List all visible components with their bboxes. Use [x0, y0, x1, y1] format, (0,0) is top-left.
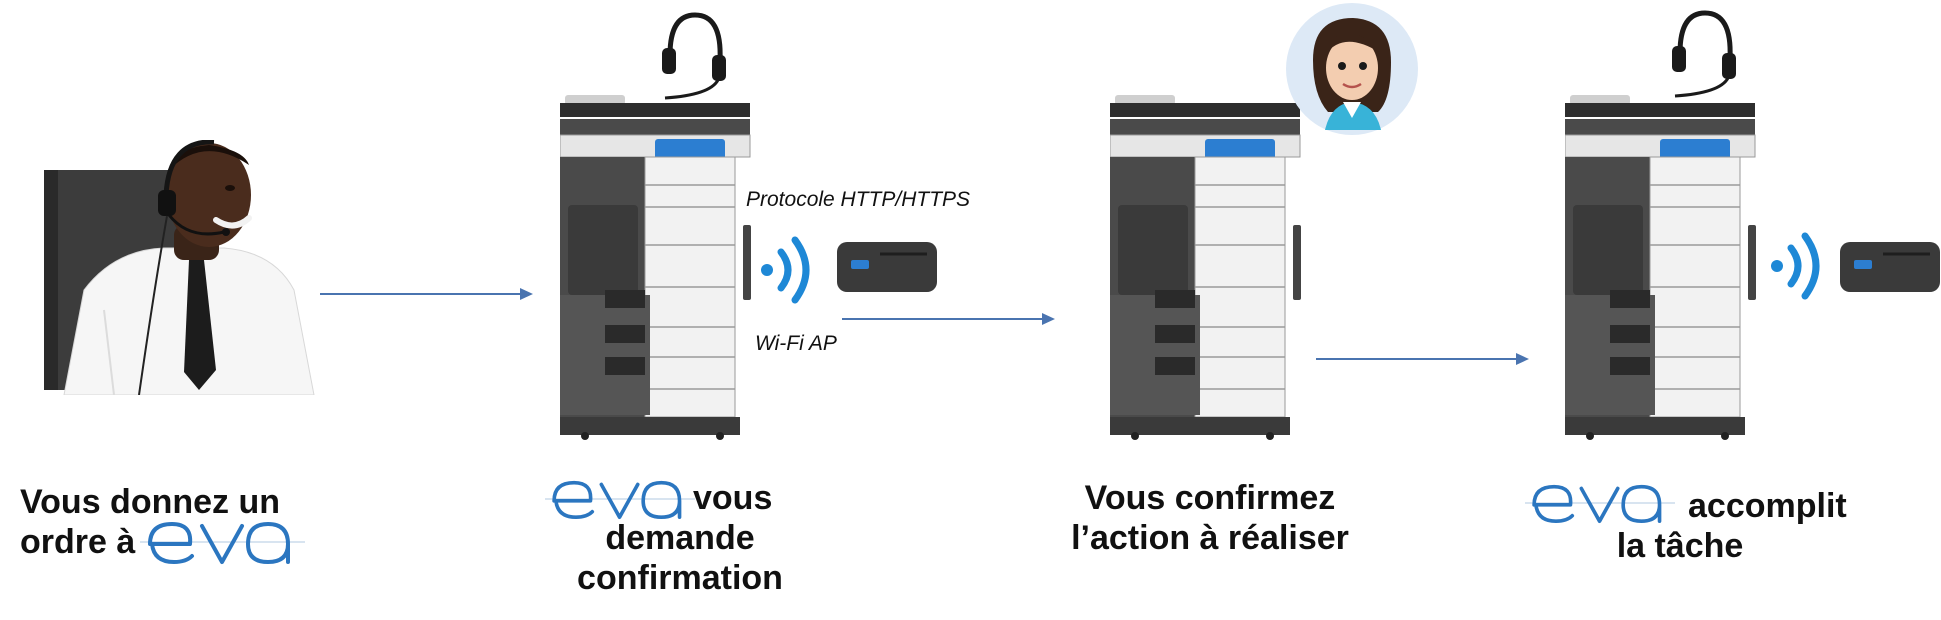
wifi-access-point-icon	[837, 242, 937, 292]
step-3-line-1: Vous confirmez	[1084, 479, 1336, 517]
step-4-caption: accomplit la tâche	[1525, 478, 1865, 568]
eva-logo	[545, 480, 695, 520]
step-4-line-2: la tâche	[1616, 527, 1744, 565]
printer-3	[1565, 95, 1756, 440]
headset-icon	[1672, 10, 1736, 98]
headset-icon	[662, 12, 726, 100]
step-3-caption: Vous confirmez l’action à réaliser	[1060, 478, 1360, 558]
flow-arrow-2	[842, 313, 1055, 325]
user-avatar	[1286, 3, 1418, 135]
protocol-label: Protocole HTTP/HTTPS	[746, 188, 971, 211]
step-2-line-2: demande	[605, 519, 755, 557]
step-3-line-2: l’action à réaliser	[1071, 519, 1349, 557]
flow-arrow-3	[1316, 353, 1529, 365]
eva-logo	[140, 522, 305, 564]
step-2-line-1: vous	[693, 479, 773, 517]
step-1-line-2: ordre à	[20, 523, 136, 561]
step-4-line-1: accomplit	[1688, 487, 1847, 525]
step-1-line-1: Vous donnez un	[20, 483, 281, 521]
wifi-signal-icon	[761, 236, 810, 304]
step-1-caption: Vous donnez un ordre à	[20, 482, 340, 564]
eva-logo	[1525, 484, 1675, 524]
step-1-line-2-row: ordre à	[20, 522, 340, 564]
flow-arrow-1	[320, 288, 533, 300]
step-2-caption: vous demande confirmation	[545, 474, 795, 604]
printer-1	[560, 95, 751, 440]
wifi-signal-icon	[1771, 232, 1820, 300]
operator-photo	[44, 140, 315, 395]
wifi-ap-label: Wi-Fi AP	[755, 332, 837, 355]
step-2-line-3: confirmation	[577, 559, 783, 597]
wifi-access-point-icon	[1840, 242, 1940, 292]
printer-2	[1110, 95, 1301, 440]
